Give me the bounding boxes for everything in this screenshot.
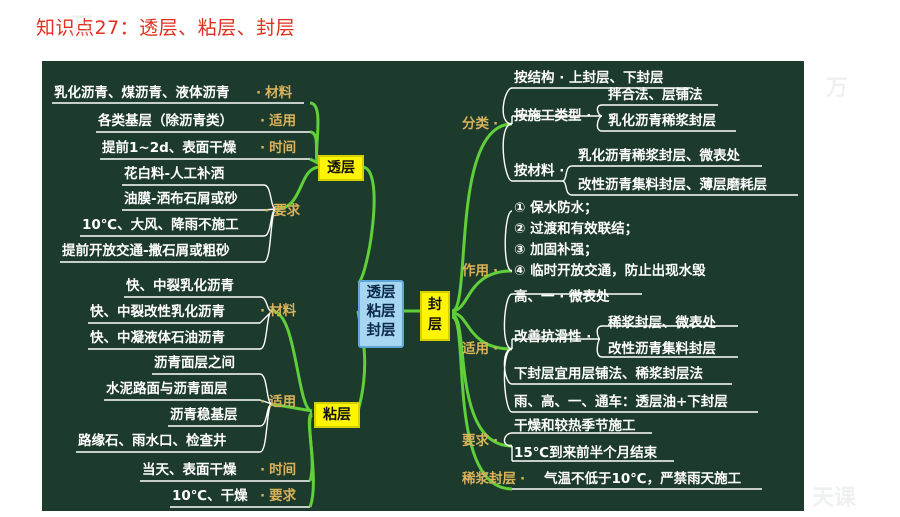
zhan-time-label: ·时间 bbox=[260, 462, 297, 478]
zhan-req-text: 10℃、干燥 bbox=[172, 488, 248, 504]
mind-map-board: 乳化沥青、煤沥青、液体沥青 ·材料 各类基层（除沥青类） ·适用 提前1~2d、… bbox=[42, 61, 804, 511]
tou-time-text: 提前1~2d、表面干燥 bbox=[102, 140, 237, 156]
tou-req-3: 10℃、大风、降雨不施工 bbox=[82, 217, 239, 233]
feng-function-2: ② 过渡和有效联结； bbox=[514, 221, 639, 237]
connector-lines bbox=[52, 87, 798, 508]
feng-by-method: 按施工类型 · bbox=[514, 108, 592, 124]
feng-slurry-label: 稀浆封层· bbox=[462, 471, 526, 487]
feng-function-4: ④ 临时开放交通，防止出现水毁 bbox=[514, 263, 706, 279]
zhan-apply-1: 沥青面层之间 bbox=[154, 355, 235, 371]
feng-material-2: 改性沥青集料封层、薄层磨耗层 bbox=[578, 177, 767, 193]
feng-method-1: 拌合法、层铺法 bbox=[608, 87, 703, 103]
zhan-apply-label: ·适用 bbox=[260, 394, 297, 410]
watermark-1: 万 bbox=[70, 14, 93, 39]
zhan-apply-2: 水泥路面与沥青面层 bbox=[106, 381, 228, 397]
feng-function-1: ① 保水防水； bbox=[514, 200, 598, 216]
tou-apply-text: 各类基层（除沥青类） bbox=[98, 113, 233, 129]
center-node: 透层 粘层 封层 bbox=[358, 280, 404, 348]
feng-classify-label: 分类· bbox=[462, 116, 499, 132]
feng-apply-label: 适用· bbox=[462, 341, 499, 357]
zhan-apply-4: 路缘石、雨水口、检查井 bbox=[78, 433, 227, 449]
zhan-material-2: 快、中裂改性乳化沥青 bbox=[90, 304, 225, 320]
feng-layer-node: 封层 bbox=[420, 291, 450, 341]
zhan-apply-3: 沥青稳基层 bbox=[170, 407, 238, 423]
feng-by-structure: 按结构 · 上封层、下封层 bbox=[514, 70, 664, 86]
zhan-material-1: 快、中裂乳化沥青 bbox=[126, 278, 234, 294]
center-line-3: 封层 bbox=[366, 323, 396, 339]
center-line-2: 粘层 bbox=[366, 304, 396, 320]
zhan-time-text: 当天、表面干燥 bbox=[142, 462, 237, 478]
feng-by-material: 按材料 · bbox=[514, 163, 565, 179]
tou-material-text: 乳化沥青、煤沥青、液体沥青 bbox=[54, 85, 230, 101]
zhan-material-label: ·材料 bbox=[260, 303, 297, 319]
zhan-layer-node: 粘层 bbox=[314, 402, 360, 428]
tou-req-2: 油膜-洒布石屑或砂 bbox=[124, 191, 238, 207]
feng-anti-slip: 改善抗滑性 · bbox=[514, 329, 592, 345]
feng-anti-slip-1: 稀浆封层、微表处 bbox=[608, 315, 716, 331]
center-line-1: 透层 bbox=[366, 285, 396, 301]
tou-layer-node: 透层 bbox=[318, 155, 364, 181]
tou-req-label: ·要求 bbox=[264, 203, 301, 219]
zhan-req-label: ·要求 bbox=[260, 488, 297, 504]
feng-apply-rain: 雨、高、一、通车：透层油+下封层 bbox=[514, 394, 728, 410]
feng-slurry-text: 气温不低于10℃，严禁雨天施工 bbox=[544, 471, 742, 487]
feng-method-2: 乳化沥青稀浆封层 bbox=[608, 113, 716, 129]
tou-req-4: 提前开放交通-撒石屑或粗砂 bbox=[62, 243, 230, 259]
feng-apply-lower: 下封层宜用层铺法、稀浆封层法 bbox=[514, 366, 703, 382]
feng-apply-high: 高、一 · 微表处 bbox=[514, 289, 610, 305]
feng-req-2: 15℃到来前半个月结束 bbox=[514, 445, 658, 461]
feng-req-1: 干燥和较热季节施工 bbox=[514, 418, 636, 434]
watermark-3: 天课 bbox=[812, 486, 857, 511]
feng-function-3: ③ 加固补强； bbox=[514, 242, 598, 258]
feng-layer-label: 封层 bbox=[428, 297, 442, 333]
feng-function-label: 作用· bbox=[462, 263, 499, 279]
tou-req-1: 花白料-人工补洒 bbox=[124, 166, 225, 182]
watermark-2: 万 bbox=[826, 76, 849, 101]
feng-anti-slip-2: 改性沥青集料封层 bbox=[608, 341, 716, 357]
feng-material-1: 乳化沥青稀浆封层、微表处 bbox=[578, 148, 740, 164]
tou-material-label: ·材料 bbox=[256, 85, 293, 101]
zhan-material-3: 快、中凝液体石油沥青 bbox=[90, 330, 225, 346]
tou-apply-label: ·适用 bbox=[260, 113, 297, 129]
tou-time-label: ·时间 bbox=[260, 140, 297, 156]
feng-req-label: 要求· bbox=[462, 433, 499, 449]
page-title: 知识点27：透层、粘层、封层 bbox=[36, 17, 296, 39]
